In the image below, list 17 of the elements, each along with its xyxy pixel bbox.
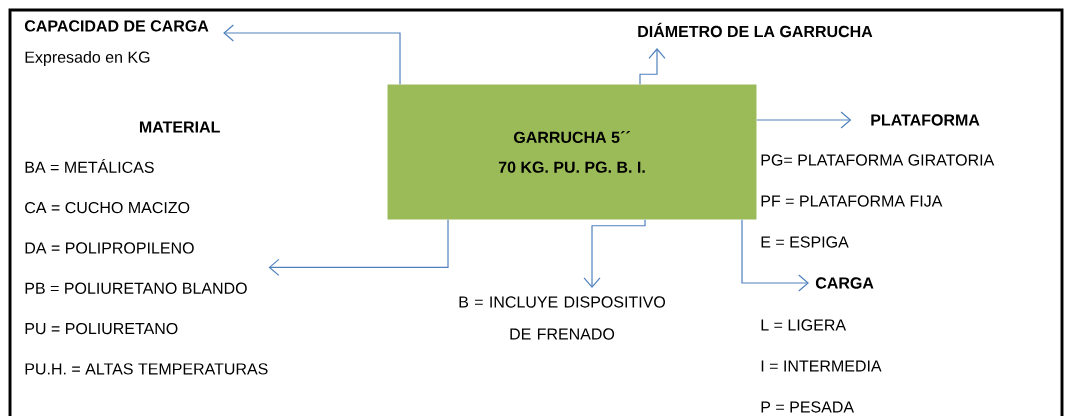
arrow bbox=[223, 24, 401, 85]
list-item: I = INTERMEDIA bbox=[761, 360, 882, 372]
heading-text: CAPACIDAD DE CARGA Expresado en KG bbox=[24, 20, 209, 66]
heading-text: DIÁMETRO DE LA GARRUCHA bbox=[638, 22, 873, 38]
arrow bbox=[268, 219, 449, 276]
product-code-box: GARRUCHA 5´´ 70 KG. PU. PG. B. I. bbox=[387, 84, 757, 220]
arrow bbox=[583, 219, 646, 289]
code-list: MATERIAL BA = METÁLICAS CA = CUCHO MACIZO DA = POLIPROPILENO PB = POLIURETANO BLANDO PU = POLIURETANO PU.H. = ALTAS TEMPERATURAS bbox=[25, 121, 268, 375]
list-item: P = PESADA bbox=[761, 401, 855, 413]
list-item: E = ESPIGA bbox=[761, 236, 849, 248]
heading-text: PLATAFORMA bbox=[871, 114, 980, 126]
arrow bbox=[639, 48, 666, 85]
arrow bbox=[756, 111, 852, 129]
note-text: B = INCLUYE DISPOSITIVO DE FRENADO bbox=[459, 296, 665, 340]
heading-text: CARGA bbox=[815, 277, 874, 289]
list-item: L = LIGERA bbox=[761, 319, 847, 331]
arrow bbox=[741, 219, 809, 292]
